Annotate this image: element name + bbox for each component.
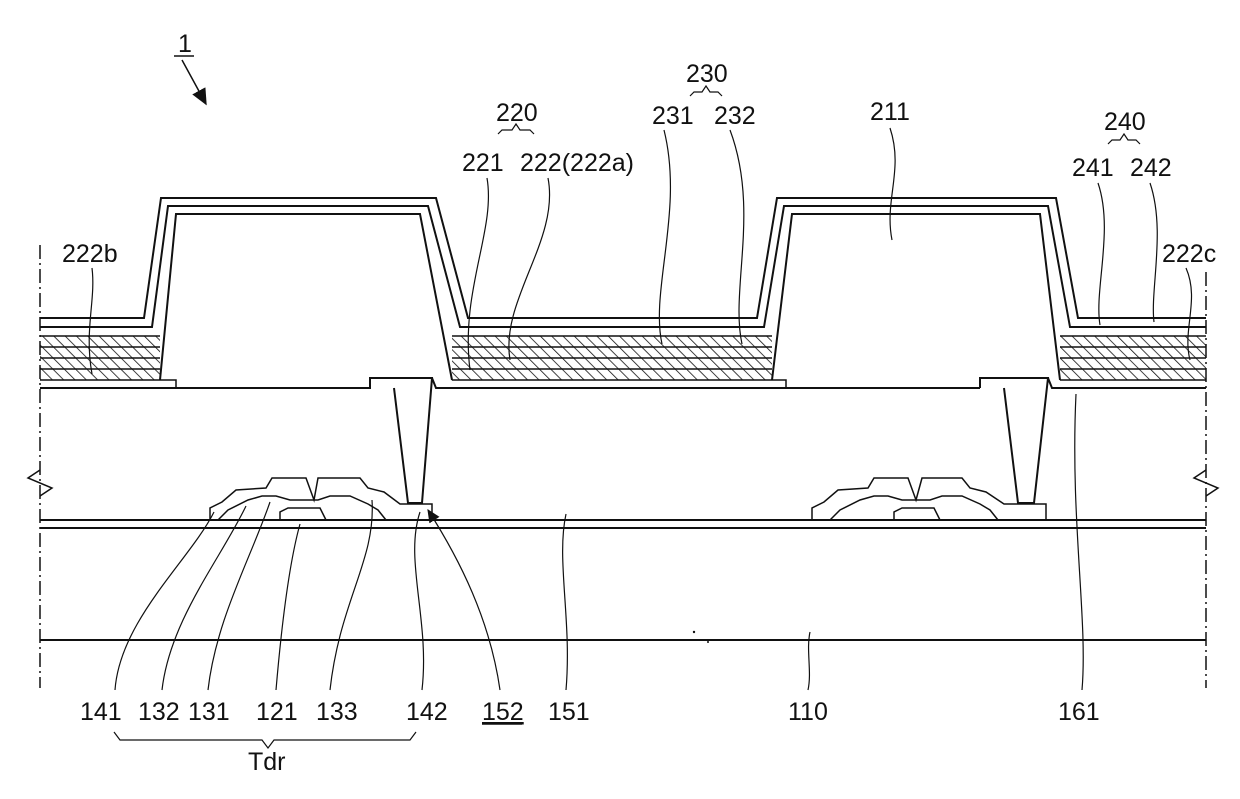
label-142: 142 bbox=[406, 698, 448, 726]
label-133: 133 bbox=[316, 698, 358, 726]
leader-lines bbox=[89, 128, 1191, 690]
label-151: 151 bbox=[548, 698, 590, 726]
electrode-stack-222b bbox=[40, 336, 176, 388]
label-232: 232 bbox=[714, 102, 756, 130]
label-132: 132 bbox=[138, 698, 180, 726]
reference-1: 1 bbox=[174, 30, 206, 104]
electrode-stack-222c bbox=[1060, 336, 1206, 380]
label-220: 220 bbox=[496, 99, 538, 127]
label-121: 121 bbox=[256, 698, 298, 726]
label-222a: 222(222a) bbox=[520, 149, 634, 177]
label-222b: 222b bbox=[62, 240, 118, 268]
label-tdr: Tdr bbox=[248, 748, 286, 776]
thin-film-transistor-tdr bbox=[210, 478, 432, 520]
conformal-layers-240 bbox=[40, 198, 1206, 327]
label-161: 161 bbox=[1058, 698, 1100, 726]
label-241: 241 bbox=[1072, 154, 1114, 182]
label-240: 240 bbox=[1104, 108, 1146, 136]
label-231: 231 bbox=[652, 102, 694, 130]
speck bbox=[707, 641, 709, 643]
planarization-layer-151 bbox=[40, 378, 1206, 503]
label-242: 242 bbox=[1130, 154, 1172, 182]
substrate-110 bbox=[40, 520, 1206, 640]
label-230: 230 bbox=[686, 60, 728, 88]
thin-film-transistor-right bbox=[812, 478, 1046, 520]
electrode-stack-222a bbox=[452, 336, 786, 388]
label-1: 1 bbox=[178, 30, 192, 58]
label-152: 152 bbox=[482, 698, 524, 726]
label-141: 141 bbox=[80, 698, 122, 726]
label-221: 221 bbox=[462, 149, 504, 177]
label-110: 110 bbox=[788, 698, 828, 726]
label-222c: 222c bbox=[1162, 240, 1216, 268]
label-211: 211 bbox=[870, 98, 910, 126]
label-131: 131 bbox=[188, 698, 230, 726]
braces bbox=[114, 86, 1140, 748]
speck bbox=[693, 631, 695, 633]
